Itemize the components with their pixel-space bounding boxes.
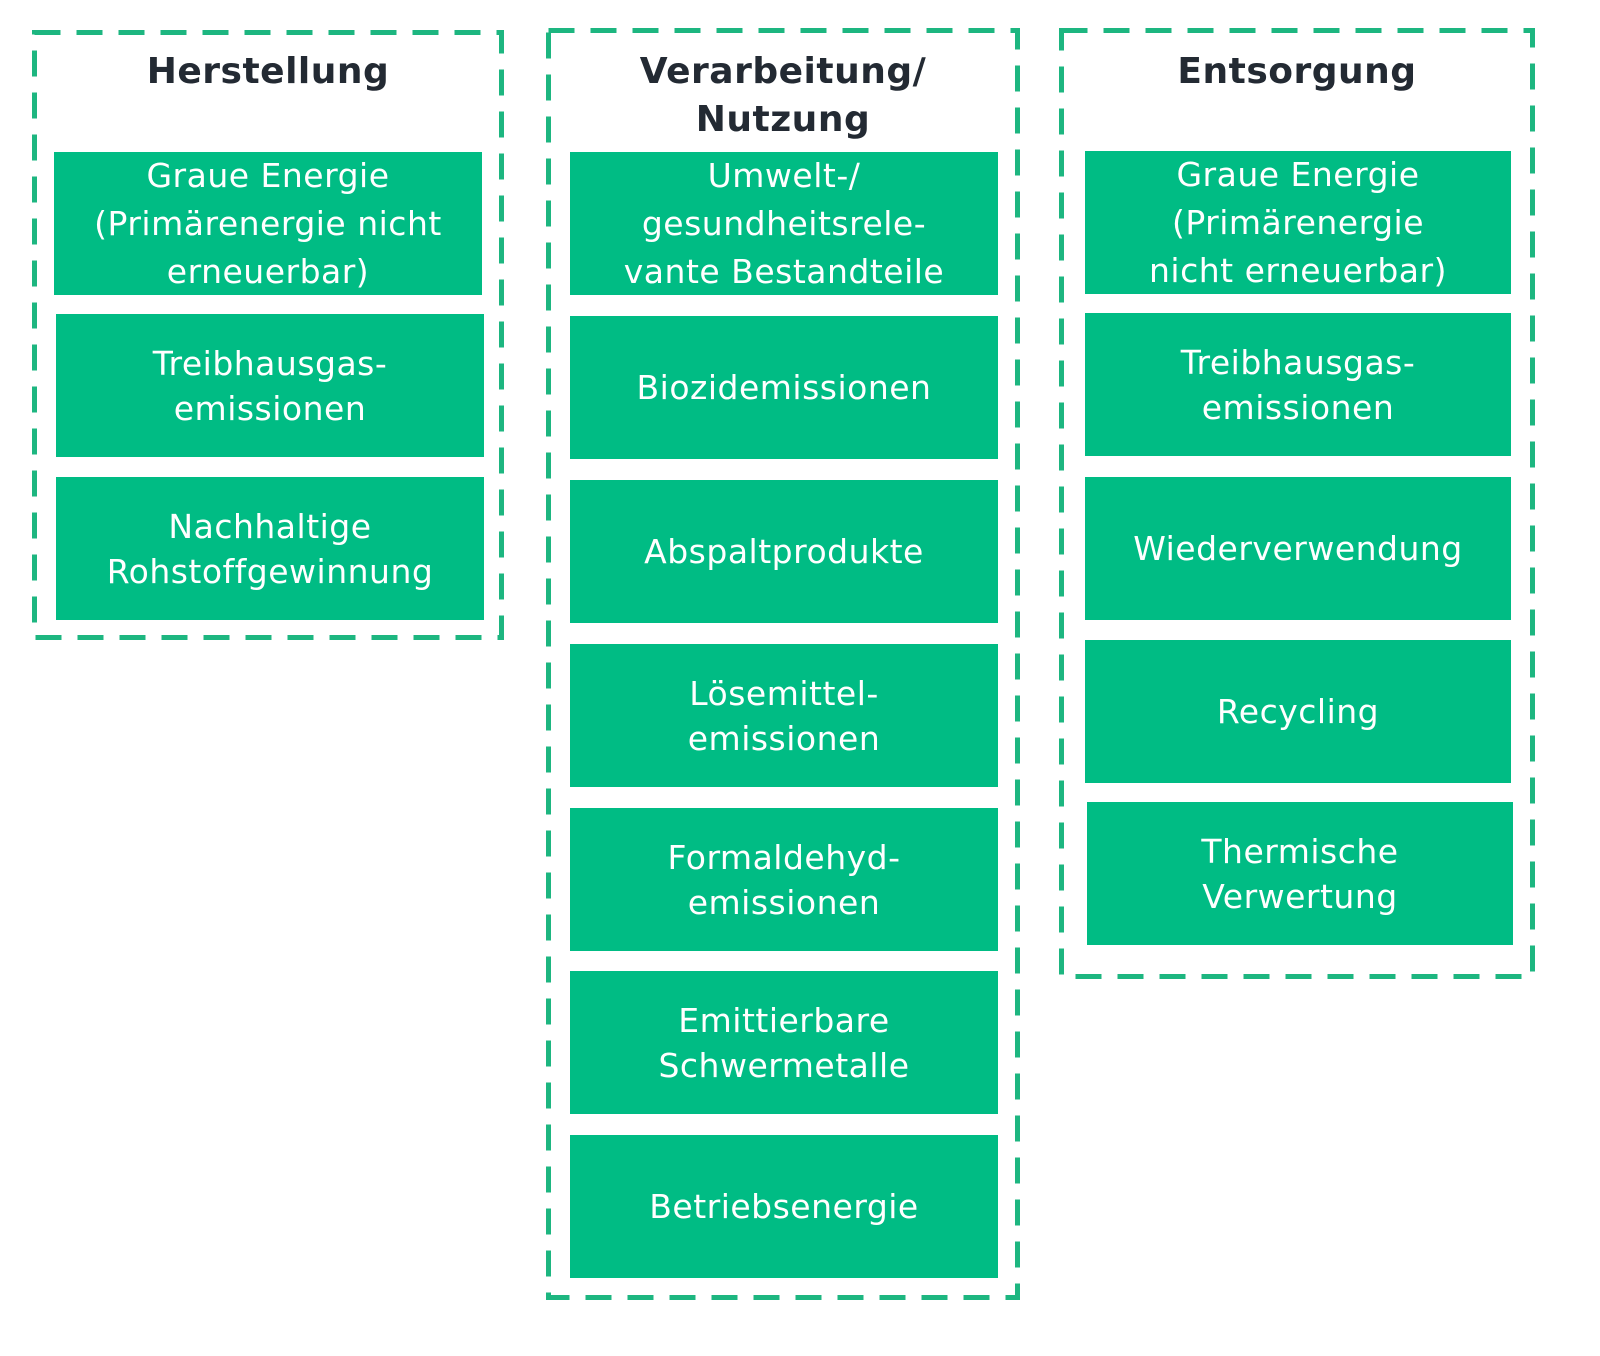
dashed-frame — [1059, 28, 1535, 979]
node-umwelt-gesundheitsrelevante-bestandteile: Umwelt-/ gesundheitsrele- vante Bestandt… — [570, 152, 998, 295]
node-graue-energie: Graue Energie (Primärenergie nicht erneu… — [1085, 151, 1511, 294]
dashed-frame — [546, 28, 1020, 1300]
node-treibhausgasemissionen: Treibhausgas- emissionen — [1085, 313, 1511, 456]
node-nachhaltige-rohstoffgewinnung: Nachhaltige Rohstoffgewinnung — [56, 477, 484, 620]
node-thermische-verwertung: Thermische Verwertung — [1087, 802, 1513, 945]
node-recycling: Recycling — [1085, 640, 1511, 783]
dashed-frame — [32, 30, 504, 640]
column-title: Verarbeitung/ Nutzung — [639, 51, 927, 140]
node-betriebsenergie: Betriebsenergie — [570, 1135, 998, 1278]
node-formaldehydemissionen: Formaldehyd- emissionen — [570, 808, 998, 951]
column-verarbeitung-nutzung: Verarbeitung/ Nutzung Umwelt-/ gesundhei… — [546, 28, 1020, 1300]
node-wiederverwendung: Wiederverwendung — [1085, 477, 1511, 620]
node-emittierbare-schwermetalle: Emittierbare Schwermetalle — [570, 971, 998, 1114]
column-title: Entsorgung — [1177, 51, 1417, 92]
column-title: Herstellung — [146, 51, 390, 92]
node-abspaltprodukte: Abspaltprodukte — [570, 480, 998, 623]
node-biozidemissionen: Biozidemissionen — [570, 316, 998, 459]
node-graue-energie: Graue Energie (Primärenergie nicht erneu… — [54, 152, 482, 295]
column-entsorgung: Entsorgung Graue Energie (Primärenergie … — [1059, 28, 1535, 979]
node-loesemittelemissionen: Lösemittel- emissionen — [570, 644, 998, 787]
column-herstellung: Herstellung Graue Energie (Primärenergie… — [32, 30, 504, 640]
node-treibhausgasemissionen: Treibhausgas- emissionen — [56, 314, 484, 457]
